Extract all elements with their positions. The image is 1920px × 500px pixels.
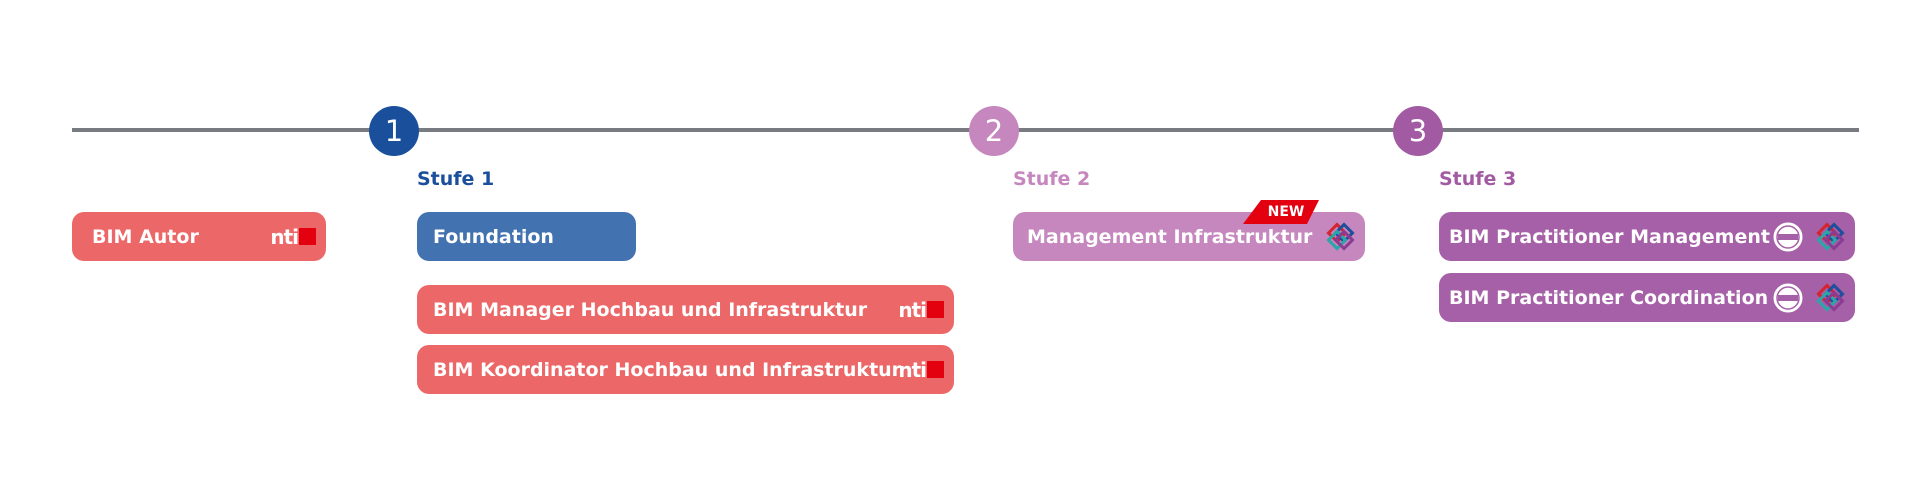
nti-logo-icon: nti: [898, 298, 944, 322]
step-number-3: 3: [1408, 114, 1428, 148]
course-label: BIM Koordinator Hochbau und Infrastruktu…: [433, 358, 902, 381]
step-circle-2: 2: [969, 106, 1019, 156]
timeline-line: [72, 128, 1859, 132]
step-circle-1: 1: [369, 106, 419, 156]
buildingsmart-icon: [1326, 221, 1355, 251]
course-bim-koordinator[interactable]: BIM Koordinator Hochbau und Infrastruktu…: [417, 345, 954, 394]
step-number-2: 2: [984, 114, 1004, 148]
course-label: BIM Practitioner Coordination: [1449, 286, 1769, 309]
step-number-1: 1: [384, 114, 404, 148]
course-label: BIM Practitioner Management: [1449, 225, 1770, 248]
course-bim-autor[interactable]: BIM Autor nti: [72, 212, 326, 261]
course-label: BIM Manager Hochbau und Infrastruktur: [433, 298, 868, 321]
certified-seal-icon: [1772, 221, 1804, 252]
step-label-1: Stufe 1: [417, 168, 495, 190]
certified-seal-icon: [1772, 282, 1804, 313]
step-label-3: Stufe 3: [1439, 168, 1517, 190]
nti-logo-icon: nti: [270, 225, 316, 249]
step-label-2: Stufe 2: [1013, 168, 1091, 190]
buildingsmart-icon: [1816, 221, 1845, 251]
step-circle-3: 3: [1393, 106, 1443, 156]
course-foundation[interactable]: Foundation: [417, 212, 636, 261]
course-label: Foundation: [433, 225, 554, 248]
new-badge: NEW: [1243, 200, 1319, 224]
course-label: Management Infrastruktur: [1027, 225, 1313, 248]
course-practitioner-coordination[interactable]: BIM Practitioner Coordination: [1439, 273, 1855, 322]
buildingsmart-icon: [1816, 282, 1845, 312]
course-practitioner-management[interactable]: BIM Practitioner Management: [1439, 212, 1855, 261]
course-label: BIM Autor: [92, 225, 199, 248]
nti-logo-icon: nti: [898, 358, 944, 382]
course-bim-manager[interactable]: BIM Manager Hochbau und Infrastruktur nt…: [417, 285, 954, 334]
